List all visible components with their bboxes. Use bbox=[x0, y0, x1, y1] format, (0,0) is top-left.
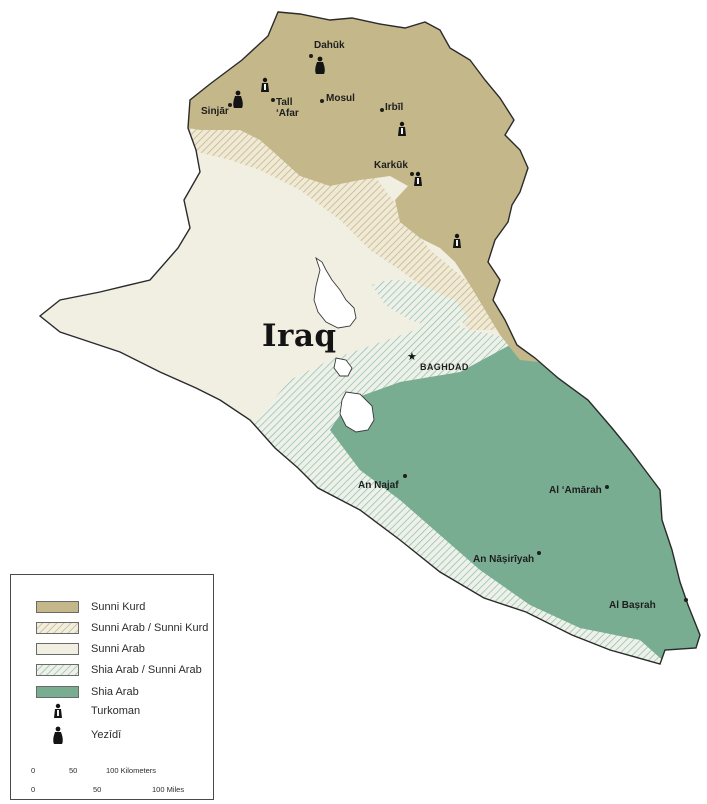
city-dot bbox=[403, 474, 407, 478]
legend-swatch bbox=[36, 643, 79, 655]
legend-swatch bbox=[36, 664, 79, 676]
city-label-dahuk: Dahūk bbox=[314, 40, 345, 51]
capital-label: BAGHDAD bbox=[420, 362, 469, 372]
scale-mi-50: 50 bbox=[93, 785, 102, 794]
city-label-karkuk: Karkūk bbox=[374, 160, 408, 171]
scale-mi-100: 100 Miles bbox=[152, 785, 185, 794]
legend-swatch bbox=[36, 686, 79, 698]
legend-item-sunni-kurd: Sunni Kurd bbox=[36, 600, 145, 614]
city-label-najaf: An Najaf bbox=[358, 480, 399, 491]
city-label-tall-afar: Tall ‘Afar bbox=[276, 97, 299, 119]
scale-km-100: 100 Kilometers bbox=[106, 766, 157, 775]
region-sunni-arab-sunni-kurd bbox=[188, 120, 500, 330]
city-label-irbil: Irbīl bbox=[385, 102, 404, 113]
capital-star-icon: ★ bbox=[407, 351, 417, 363]
city-dot bbox=[380, 108, 384, 112]
city-dot bbox=[410, 172, 414, 176]
legend-label: Sunni Arab / Sunni Kurd bbox=[91, 622, 209, 634]
yezidi-figure-icon bbox=[36, 726, 79, 744]
legend-item-turkoman: Turkoman bbox=[36, 703, 141, 719]
legend-item-shia-arab-sunni-arab: Shia Arab / Sunni Arab bbox=[36, 663, 202, 677]
turkoman-figure-icon bbox=[36, 703, 79, 719]
legend-item-sunni-arab: Sunni Arab bbox=[36, 642, 145, 656]
city-label-sinjar: Sinjār bbox=[201, 106, 229, 117]
legend-label: Yezīdī bbox=[91, 729, 122, 741]
city-dot bbox=[271, 98, 275, 102]
region-shia-arab bbox=[330, 345, 700, 664]
lake-tharthar bbox=[313, 256, 357, 329]
iraq-border bbox=[38, 11, 701, 665]
legend-label: Shia Arab bbox=[91, 686, 139, 698]
legend-label: Sunni Kurd bbox=[91, 601, 146, 613]
scale-km-50: 50 bbox=[69, 766, 78, 775]
city-dot bbox=[684, 598, 688, 602]
lake-razzaza bbox=[339, 391, 375, 433]
legend: Sunni Kurd Sunni Arab / Sunni Kurd Sunni… bbox=[10, 574, 214, 800]
legend-item-yezidi: Yezīdī bbox=[36, 726, 122, 744]
legend-label: Turkoman bbox=[91, 705, 141, 717]
hatch-patch-north bbox=[372, 280, 470, 330]
legend-item-sunni-arab-sunni-kurd: Sunni Arab / Sunni Kurd bbox=[36, 621, 208, 635]
scale-km-0: 0 bbox=[31, 766, 36, 775]
city-label-amarah: Al ‘Amārah bbox=[549, 485, 602, 496]
scale-mi-0: 0 bbox=[31, 785, 36, 794]
legend-swatch bbox=[36, 622, 79, 634]
country-title: Iraq bbox=[262, 318, 337, 354]
city-label-mosul: Mosul bbox=[326, 93, 355, 104]
lake-habbaniyah bbox=[333, 357, 353, 377]
city-dot bbox=[320, 99, 324, 103]
legend-item-shia-arab: Shia Arab bbox=[36, 685, 139, 699]
city-dot bbox=[309, 54, 313, 58]
legend-swatch bbox=[36, 601, 79, 613]
legend-label: Sunni Arab bbox=[91, 643, 145, 655]
city-label-nasiriyah: An Nāṣirīyah bbox=[473, 554, 535, 565]
legend-label: Shia Arab / Sunni Arab bbox=[91, 664, 202, 676]
city-dot bbox=[228, 103, 232, 107]
city-dot bbox=[605, 485, 609, 489]
city-label-basrah: Al Baṣrah bbox=[609, 600, 656, 611]
city-dot bbox=[537, 551, 541, 555]
